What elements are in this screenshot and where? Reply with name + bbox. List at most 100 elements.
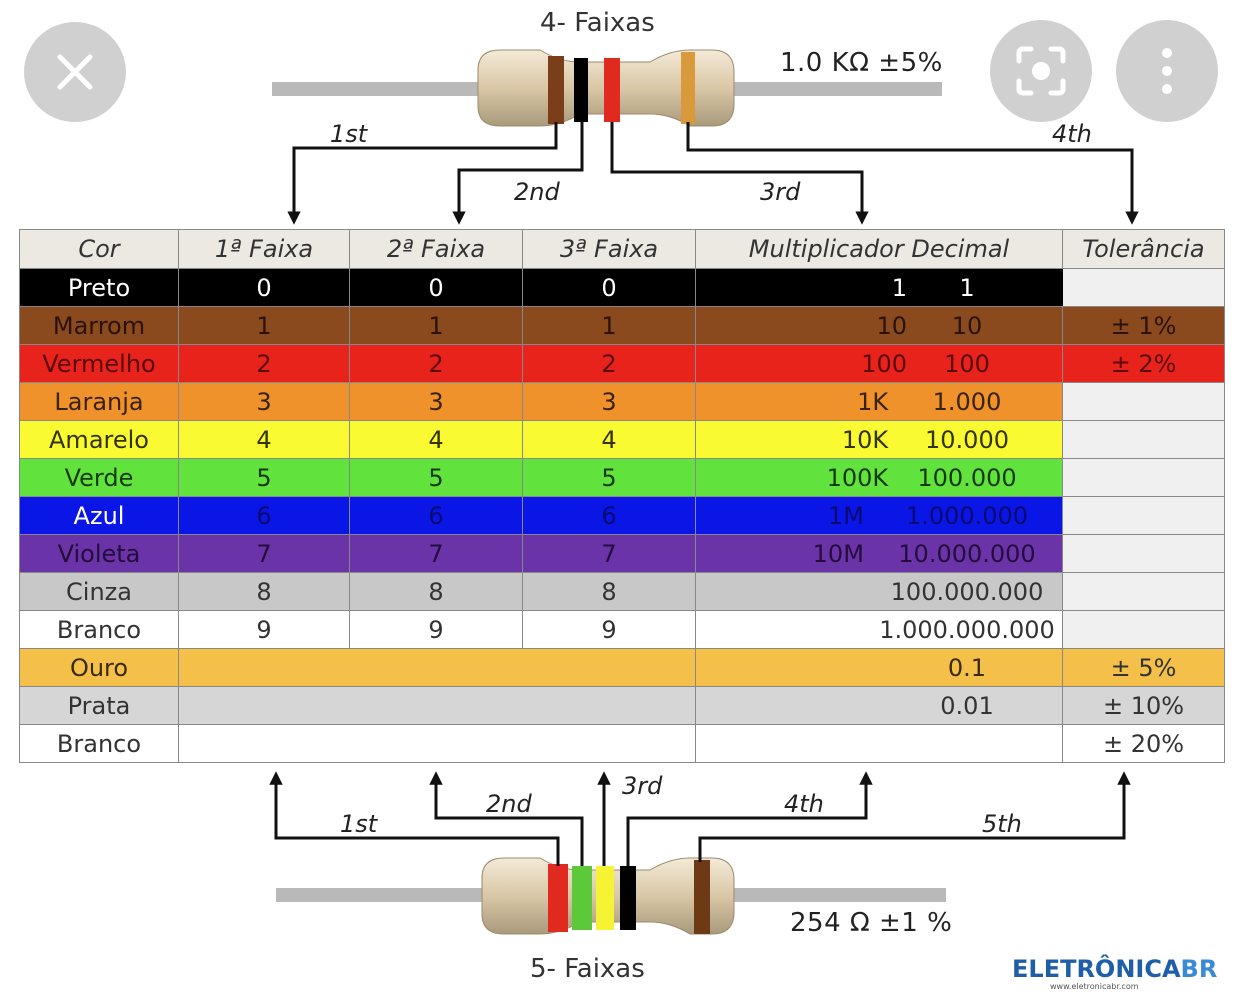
bottom-arrow-1st — [269, 771, 560, 866]
tolerance-cell: ± 2% — [1062, 344, 1225, 383]
digit-1-cell: 9 — [178, 610, 350, 649]
bottom-arrow-label-2nd: 2nd — [486, 790, 532, 818]
top-arrow-1st — [287, 122, 558, 225]
top-arrow-label-2nd: 2nd — [514, 178, 560, 206]
digit-1-cell: 4 — [178, 420, 350, 459]
digit-1-cell: 8 — [178, 572, 350, 611]
tolerance-cell: ± 1% — [1062, 306, 1225, 345]
digit-2-cell: 5 — [349, 458, 523, 497]
header-faixa-3: 3ª Faixa — [522, 229, 696, 269]
multiplier-short: 10M — [812, 539, 864, 568]
bottom-arrow-label-4th: 4th — [784, 790, 824, 818]
lens-button[interactable] — [990, 20, 1092, 122]
digit-3-cell: 0 — [522, 268, 696, 307]
digit-1-cell: 6 — [178, 496, 350, 535]
digit-3-cell: 4 — [522, 420, 696, 459]
digit-3-cell: 1 — [522, 306, 696, 345]
digit-1-cell: 1 — [178, 306, 350, 345]
digit-3-cell: 9 — [522, 610, 696, 649]
tolerance-cell: ± 20% — [1062, 724, 1225, 763]
multiplier-decimal: 100 — [944, 349, 990, 378]
top-band-gold — [681, 52, 695, 124]
digit-cell — [178, 648, 696, 687]
close-button[interactable] — [24, 22, 126, 122]
tolerance-cell — [1062, 268, 1225, 307]
bottom-band-brown — [694, 860, 710, 934]
tolerance-cell — [1062, 572, 1225, 611]
color-name-cell: Branco — [19, 724, 179, 763]
multiplier-cell — [695, 724, 1063, 763]
digit-2-cell: 2 — [349, 344, 523, 383]
digit-3-cell: 6 — [522, 496, 696, 535]
digit-2-cell: 9 — [349, 610, 523, 649]
bottom-resistor — [276, 857, 946, 935]
digit-2-cell: 4 — [349, 420, 523, 459]
multiplier-short: 1M — [827, 501, 864, 530]
multiplier-decimal: 0.1 — [947, 653, 987, 682]
digit-3-cell: 8 — [522, 572, 696, 611]
bottom-resistor-value: 254 Ω ±1 % — [790, 908, 953, 938]
digit-cell — [178, 686, 696, 725]
multiplier-decimal: 100.000.000 — [890, 577, 1044, 606]
color-name-cell: Preto — [19, 268, 179, 307]
color-name-cell: Amarelo — [19, 420, 179, 459]
table-header-row: Cor 1ª Faixa 2ª Faixa 3ª Faixa Multiplic… — [19, 229, 1225, 269]
multiplier-decimal: 1 — [959, 273, 975, 302]
bottom-band-red — [548, 864, 568, 932]
digit-1-cell: 7 — [178, 534, 350, 573]
more-options-button[interactable] — [1116, 20, 1218, 122]
logo-url: www.eletronicabr.com — [1050, 982, 1139, 991]
brand-logo: ELETRÔNICABR — [1012, 955, 1217, 983]
top-resistor — [272, 49, 942, 127]
close-icon — [57, 54, 93, 90]
tolerance-cell — [1062, 458, 1225, 497]
digit-3-cell: 2 — [522, 344, 696, 383]
top-band-brown — [548, 56, 564, 124]
top-arrow-label-1st: 1st — [330, 120, 368, 148]
digit-3-cell: 3 — [522, 382, 696, 421]
multiplier-decimal: 10.000.000 — [898, 539, 1036, 568]
multiplier-decimal: 0.01 — [940, 691, 994, 720]
header-tolerancia: Tolerância — [1062, 229, 1225, 269]
bottom-arrow-2nd — [429, 771, 584, 866]
color-name-cell: Cinza — [19, 572, 179, 611]
digit-2-cell: 3 — [349, 382, 523, 421]
bottom-band-yellow — [596, 866, 614, 930]
multiplier-decimal: 10 — [951, 311, 983, 340]
bottom-arrow-label-1st: 1st — [340, 810, 378, 838]
header-faixa-2: 2ª Faixa — [349, 229, 523, 269]
color-name-cell: Ouro — [19, 648, 179, 687]
digit-2-cell: 6 — [349, 496, 523, 535]
digit-2-cell: 0 — [349, 268, 523, 307]
multiplier-cell: 0.01 — [695, 686, 1063, 725]
top-resistor-title: 4- Faixas — [540, 8, 655, 38]
multiplier-cell: 1.000.000.000 — [695, 610, 1063, 649]
digit-3-cell: 7 — [522, 534, 696, 573]
top-resistor-value: 1.0 KΩ ±5% — [780, 48, 943, 78]
top-arrow-2nd — [452, 122, 584, 225]
digit-cell — [178, 724, 696, 763]
header-faixa-1: 1ª Faixa — [178, 229, 350, 269]
color-name-cell: Vermelho — [19, 344, 179, 383]
color-code-table: Cor 1ª Faixa 2ª Faixa 3ª Faixa Multiplic… — [19, 229, 1225, 763]
bottom-resistor-title: 5- Faixas — [530, 954, 645, 984]
top-band-black — [574, 58, 588, 122]
multiplier-decimal: 1.000.000 — [905, 501, 1029, 530]
digit-1-cell: 5 — [178, 458, 350, 497]
multiplier-short: 1K — [857, 387, 889, 416]
multiplier-short: 100K — [826, 463, 889, 492]
color-name-cell: Branco — [19, 610, 179, 649]
top-arrow-3rd — [610, 122, 869, 225]
multiplier-short: 1 — [891, 273, 907, 302]
digit-3-cell: 5 — [522, 458, 696, 497]
